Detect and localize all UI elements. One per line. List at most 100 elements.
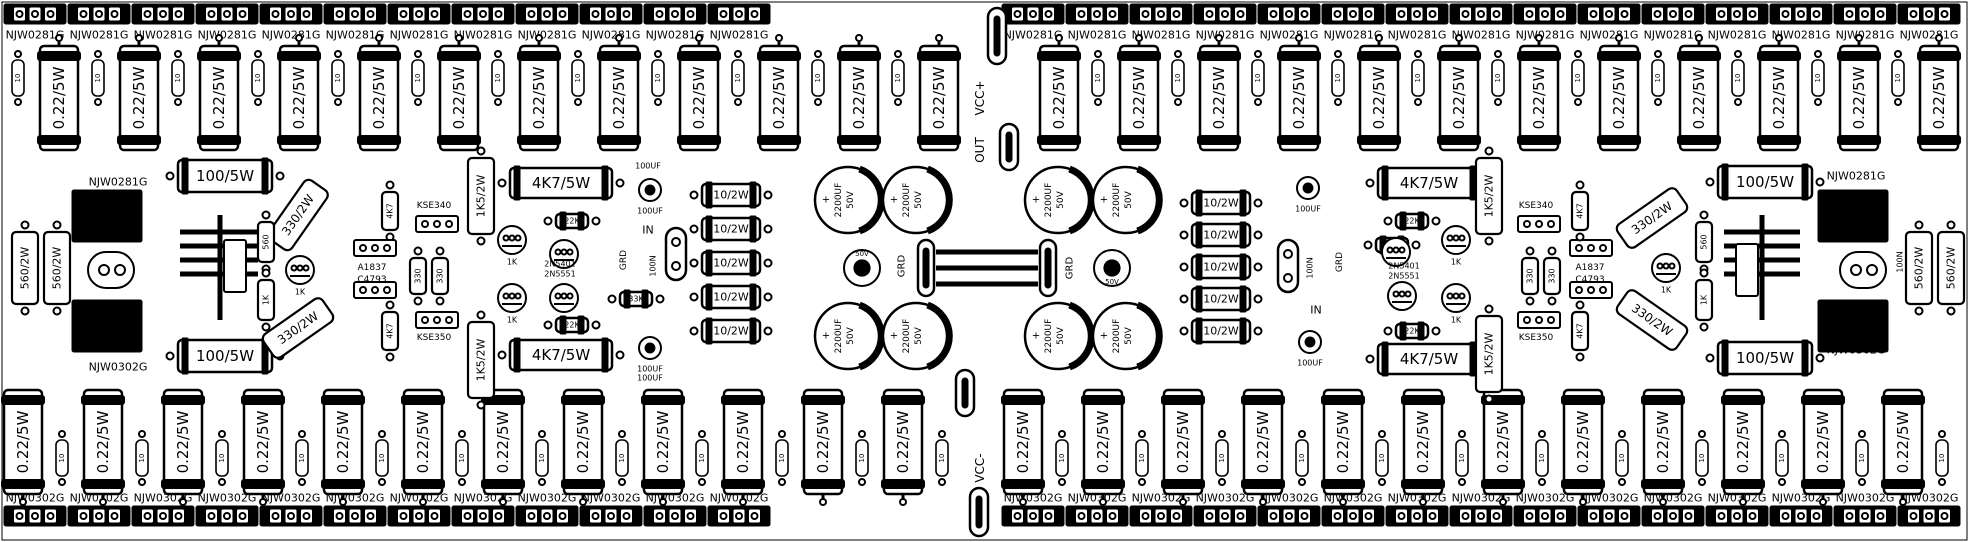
resistor-4k7-top-left: 4K7/5W	[497, 165, 625, 201]
resistor-10-2w-right-value: 10/2W	[1203, 229, 1239, 242]
capacitor-value: 2200UF	[902, 319, 912, 354]
ground-terminal-right	[1038, 238, 1058, 298]
capacitor-value: 100UF	[637, 365, 663, 374]
base-resistor-value: 10	[814, 74, 822, 83]
power-transistor: NJW0302G	[579, 492, 643, 527]
base-resistor: 10	[1091, 50, 1105, 106]
input-pair-left	[549, 239, 579, 269]
resistor-560-right: 560/2W	[1904, 220, 1934, 316]
resistor-560-small-value: 560	[262, 234, 271, 249]
base-resistor-value: 10	[1298, 454, 1306, 463]
base-resistor: 10	[775, 430, 789, 486]
base-resistor: 10	[1731, 50, 1745, 106]
emitter-resistor-value: 0.22/5W	[734, 410, 752, 473]
capacitor-100n-label: 100N	[1896, 251, 1905, 272]
base-resistor: 10	[731, 50, 745, 106]
power-transistor: NJW0281G	[451, 3, 515, 42]
base-resistor-value: 10	[1174, 74, 1182, 83]
base-resistor-value: 10	[1698, 454, 1706, 463]
emitter-resistor-value: 0.22/5W	[1370, 66, 1388, 129]
driver-kse340-right	[1517, 215, 1561, 233]
emitter-resistor: 0.22/5W	[837, 34, 881, 152]
emitter-resistor-value: 0.22/5W	[610, 66, 628, 129]
base-resistor-value: 10	[1894, 74, 1902, 83]
base-resistor: 10	[855, 430, 869, 486]
resistor-4k7-bottom-right: 4K7/5W	[1365, 341, 1493, 377]
base-resistor-value: 10	[1494, 74, 1502, 83]
resistor-1k5-right: 1K5/2W	[1474, 304, 1504, 404]
trimmer-left: 1K	[285, 255, 315, 297]
resistor-22k-value: 22K	[1404, 327, 1420, 336]
base-resistor: 10	[375, 430, 389, 486]
emitter-resistor-value: 0.22/5W	[450, 66, 468, 129]
emitter-resistor-value: 0.22/5W	[1494, 410, 1512, 473]
transistor-2n5551-label: 2N5551	[544, 270, 575, 279]
emitter-resistor-value: 0.22/5W	[1814, 410, 1832, 473]
transistor-label: 1K	[1661, 286, 1672, 295]
emitter-resistor: 0.22/5W	[1277, 34, 1321, 152]
power-transistor: NJW0281G	[1769, 3, 1833, 42]
base-resistor-value: 10	[858, 454, 866, 463]
base-resistor-value: 10	[334, 74, 342, 83]
transistor-label: NJW0281G	[1132, 29, 1191, 42]
emitter-resistor: 0.22/5W	[161, 388, 205, 506]
output-terminal	[954, 368, 976, 418]
power-transistor: NJW0281G	[1001, 3, 1065, 42]
base-resistor: 10	[1411, 50, 1425, 106]
base-resistor: 10	[1695, 430, 1709, 486]
resistor-10-2w-right-value: 10/2W	[1203, 293, 1239, 306]
resistor-10-2w-left: 10/2W	[689, 283, 773, 311]
base-resistor: 10	[1935, 430, 1949, 486]
base-resistor-value: 10	[94, 74, 102, 83]
capacitor-voltage: 50V	[1124, 326, 1134, 344]
base-resistor-value: 10	[58, 454, 66, 463]
base-resistor-value: 10	[218, 454, 226, 463]
base-resistor: 10	[11, 50, 25, 106]
base-resistor-value: 10	[618, 454, 626, 463]
power-transistor: NJW0302G	[515, 492, 579, 527]
resistor-10-2w-left: 10/2W	[689, 181, 773, 209]
base-resistor-value: 10	[1218, 454, 1226, 463]
power-transistor: NJW0302G	[387, 492, 451, 527]
power-transistor: NJW0302G	[1129, 492, 1193, 527]
transistor-label: NJW0281G	[1900, 29, 1959, 42]
transistor-label: NJW0302G	[518, 492, 577, 505]
emitter-resistor: 0.22/5W	[357, 34, 401, 152]
power-transistor: NJW0302G	[1577, 492, 1641, 527]
transistor-label: 1K	[1451, 258, 1462, 267]
resistor-4k7-bottom-left: 4K7/5W	[497, 337, 625, 373]
emitter-resistor: 0.22/5W	[721, 388, 765, 506]
polarity-mark: +	[822, 331, 830, 342]
emitter-resistor: 0.22/5W	[481, 388, 525, 506]
resistor-22k-value: 22K	[564, 321, 580, 330]
base-resistor-value: 10	[458, 454, 466, 463]
base-resistor-value: 10	[174, 74, 182, 83]
base-resistor: 10	[615, 430, 629, 486]
resistor-4k7-small: 4K7	[1570, 180, 1590, 242]
base-resistor-value: 10	[1618, 454, 1626, 463]
resistor-10-2w-left: 10/2W	[689, 215, 773, 243]
emitter-resistor: 0.22/5W	[1001, 388, 1045, 506]
ground-label: GRD	[1335, 252, 1345, 272]
base-resistor: 10	[571, 50, 585, 106]
resistor-330: 330/2W	[1615, 289, 1689, 351]
resistor-1k5-left-value: 1K5/2W	[475, 174, 488, 217]
transistor-label: NJW0281G	[1068, 29, 1127, 42]
resistor-1k5-left-value: 1K5/2W	[475, 338, 488, 381]
emitter-resistor: 0.22/5W	[81, 388, 125, 506]
driver-kse350-left	[415, 311, 459, 329]
driver-c4793-left	[353, 281, 397, 299]
resistor-100-top-left: 100/5W	[165, 157, 285, 195]
power-transistor: NJW0302G	[1385, 492, 1449, 527]
power-transistor: NJW0302G	[1833, 492, 1897, 527]
power-transistor: NJW0281G	[1257, 3, 1321, 42]
capacitor-voltage: 50V	[1056, 190, 1066, 208]
base-resistor: 10	[1295, 430, 1309, 486]
capacitor-voltage: 50V	[1124, 190, 1134, 208]
transistor-label: NJW0281G	[6, 29, 65, 42]
resistor-1k5-right: 1K5/2W	[1474, 146, 1504, 246]
base-resistor: 10	[695, 430, 709, 486]
